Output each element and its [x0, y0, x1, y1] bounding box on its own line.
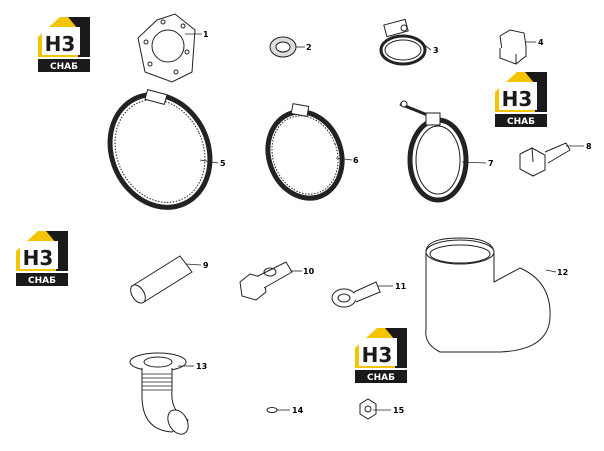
watermark-letters: H3	[362, 343, 393, 367]
callout-5: 5	[220, 159, 226, 168]
callout-7: 7	[488, 159, 494, 168]
watermark-letters: H3	[45, 32, 76, 56]
part-6-worm-clamp	[265, 103, 345, 201]
callout-4: 4	[538, 38, 544, 47]
part-11-banjo-fitting	[331, 281, 381, 308]
watermark-logo-3: H3 СНАБ	[16, 231, 68, 286]
watermark-caption: СНАБ	[28, 276, 56, 286]
part-14-o-ring	[266, 407, 278, 413]
watermark-caption: СНАБ	[367, 373, 395, 383]
callout-3: 3	[433, 46, 439, 55]
watermark-logo-2: H3 СНАБ	[495, 72, 547, 127]
callout-2: 2	[306, 43, 312, 52]
watermark-letters: H3	[23, 246, 54, 270]
part-3-small-clamp	[379, 18, 427, 66]
part-15-nut	[359, 398, 377, 420]
watermark-caption: СНАБ	[50, 62, 78, 72]
callout-12: 12	[557, 268, 568, 277]
part-13-flex-elbow	[129, 352, 189, 435]
watermark-letters: H3	[502, 87, 533, 111]
callout-1: 1	[203, 30, 209, 39]
watermark-logo-1: H3 СНАБ	[38, 17, 90, 72]
callout-10: 10	[303, 267, 315, 276]
callout-13: 13	[196, 362, 207, 371]
callout-numbers: 1 2 3 4 5 6 7 8 9 10 11 12 13 14 15	[196, 30, 592, 415]
part-4-plug	[499, 29, 527, 65]
part-5-large-clamp	[107, 88, 213, 210]
part-8-bolt	[519, 142, 571, 177]
part-12-elbow-hose	[425, 237, 551, 353]
callout-9: 9	[203, 261, 209, 270]
callout-11: 11	[395, 282, 407, 291]
leader-lines	[178, 33, 584, 411]
callout-14: 14	[292, 406, 304, 415]
part-10-banjo-bolt	[239, 261, 293, 301]
part-9-sleeve	[130, 255, 193, 304]
watermark-logo-4: H3 СНАБ	[355, 328, 407, 383]
part-1-gasket	[137, 13, 196, 83]
part-7-vband-clamp	[399, 100, 469, 203]
watermark-caption: СНАБ	[507, 117, 535, 127]
part-2-washer	[269, 36, 297, 58]
callout-6: 6	[353, 156, 359, 165]
callout-8: 8	[586, 142, 592, 151]
callout-15: 15	[393, 406, 405, 415]
